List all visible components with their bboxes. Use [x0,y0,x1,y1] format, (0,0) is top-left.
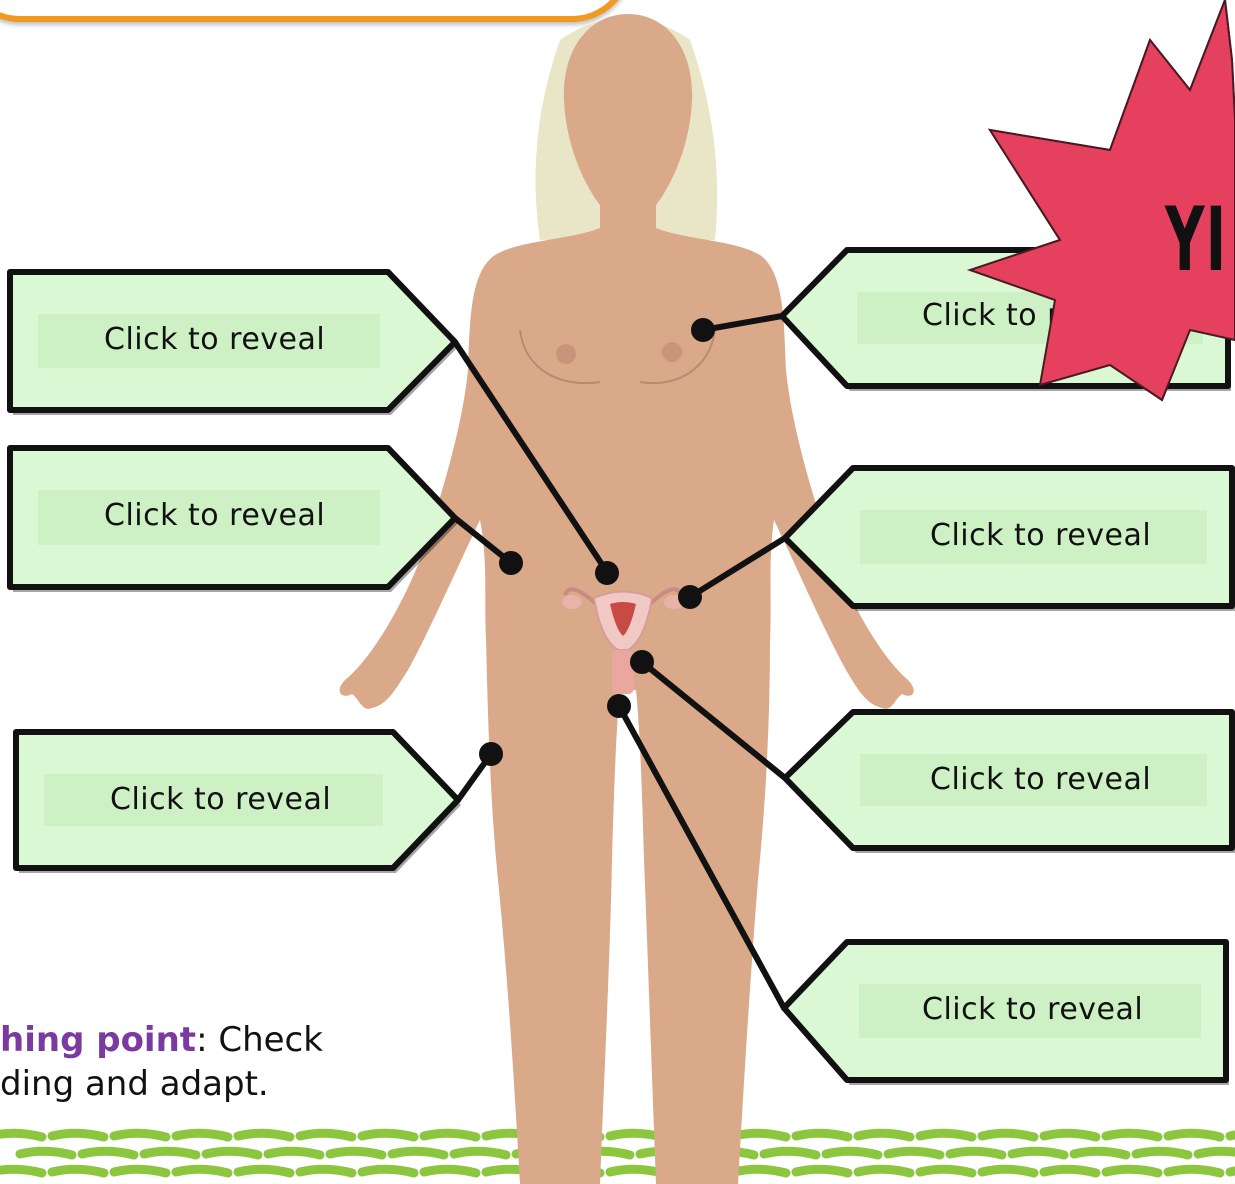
grass-dash [858,1169,910,1173]
label-left-1[interactable]: Click to reveal [104,322,325,357]
label-right-2[interactable]: Click to reveal [930,518,1151,553]
grass-dash [1230,1169,1235,1173]
dot-breast [691,318,715,342]
grass-dash [1012,1151,1064,1155]
grass-dash [920,1169,972,1173]
grass-dash [950,1151,1002,1155]
grass-dash [392,1151,444,1155]
grass-dash [1106,1169,1158,1173]
grass-dash [1044,1133,1096,1137]
grass-dash [1044,1169,1096,1173]
grass-dash [982,1133,1034,1137]
grass-dash [796,1133,848,1137]
label-right-3[interactable]: Click to reveal [930,762,1151,797]
grass-dash [206,1151,258,1155]
grass-dash [114,1133,166,1137]
grass-dash [362,1133,414,1137]
dot-vagina [630,650,654,674]
label-left-2[interactable]: Click to reveal [104,498,325,533]
grass-dash [20,1151,72,1155]
label-left-3[interactable]: Click to reveal [110,782,331,817]
teaching-note-line2: ding and adapt. [0,1064,269,1104]
grass-dash [1230,1133,1235,1137]
grass-dash [920,1133,972,1137]
grass-dash [82,1151,134,1155]
grass-dash [982,1169,1034,1173]
grass-dash [300,1169,352,1173]
grass-dash [300,1133,352,1137]
grass-dash [1136,1151,1188,1155]
dot-vulva [607,694,631,718]
grass-dash [1106,1133,1158,1137]
grass-dash [734,1133,786,1137]
grass-dash [0,1133,42,1137]
grass-dash [176,1133,228,1137]
dot-thigh [479,742,503,766]
grass-dash [176,1169,228,1173]
label-right-1[interactable]: Click to r [922,298,1060,333]
grass-dash [610,1169,662,1173]
nipple-left [556,344,576,364]
grass-dash [114,1169,166,1173]
grass-dash [362,1169,414,1173]
nipple-right [662,342,682,362]
grass-dash [1074,1151,1126,1155]
grass-dash [888,1151,940,1155]
grass-dash [268,1151,320,1155]
grass-dash [1168,1133,1220,1137]
dot-ovary [678,585,702,609]
grass-dash [764,1151,816,1155]
dot-uterus [595,561,619,585]
grass-dash [424,1169,476,1173]
grass-dash [0,1169,42,1173]
grass-dash [826,1151,878,1155]
grass-dash [52,1169,104,1173]
grass-dash [1198,1151,1235,1155]
grass-strip [0,1133,1235,1173]
grass-dash [1168,1169,1220,1173]
grass-dash [238,1133,290,1137]
dot-hip [499,551,523,575]
grass-dash [330,1151,382,1155]
grass-dash [144,1151,196,1155]
starburst-text: YI [1165,188,1227,291]
grass-dash [454,1151,506,1155]
grass-dash [858,1133,910,1137]
grass-dash [796,1169,848,1173]
grass-dash [424,1133,476,1137]
label-right-4[interactable]: Click to reveal [922,992,1143,1027]
teaching-note-line1: : Check [196,1020,323,1060]
grass-dash [238,1169,290,1173]
grass-dash [734,1169,786,1173]
teaching-note: hing point: Check ding and adapt. [0,1018,323,1106]
teaching-note-emphasis: hing point [0,1020,196,1060]
grass-dash [52,1133,104,1137]
